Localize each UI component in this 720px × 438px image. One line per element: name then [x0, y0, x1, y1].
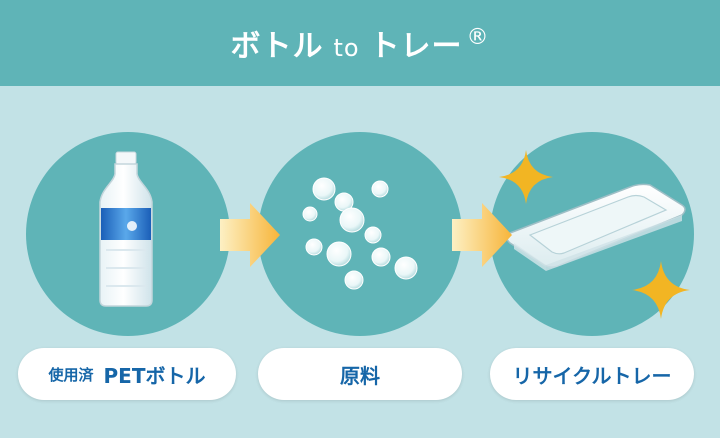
title-to: to: [333, 34, 360, 62]
step-circle-material: [258, 132, 462, 336]
label-material: 原料: [340, 363, 380, 388]
label-pet-bottle: PETボトル: [103, 363, 206, 388]
registered-mark: ®: [466, 25, 490, 50]
page-title: ボトル to トレー®: [230, 21, 489, 65]
step-label-bottle: 使用済 PETボトル: [18, 348, 236, 400]
tray-icon: [506, 183, 686, 271]
step-label-material: 原料: [258, 348, 462, 400]
sparkle-icon: [632, 261, 690, 319]
sparkle-icon: [499, 150, 553, 204]
label-used: 使用済: [48, 365, 94, 384]
arrow-right-icon: [220, 203, 280, 267]
title-tail: トレー: [369, 29, 463, 64]
header-banner: ボトル to トレー®: [0, 0, 720, 86]
title-main: ボトル: [230, 29, 324, 64]
pellets-icon: [302, 177, 418, 290]
pet-bottle-icon: [99, 151, 153, 307]
label-recycled-tray: リサイクルトレー: [512, 363, 672, 388]
arrow-right-icon: [452, 203, 512, 267]
step-label-tray: リサイクルトレー: [490, 348, 694, 400]
